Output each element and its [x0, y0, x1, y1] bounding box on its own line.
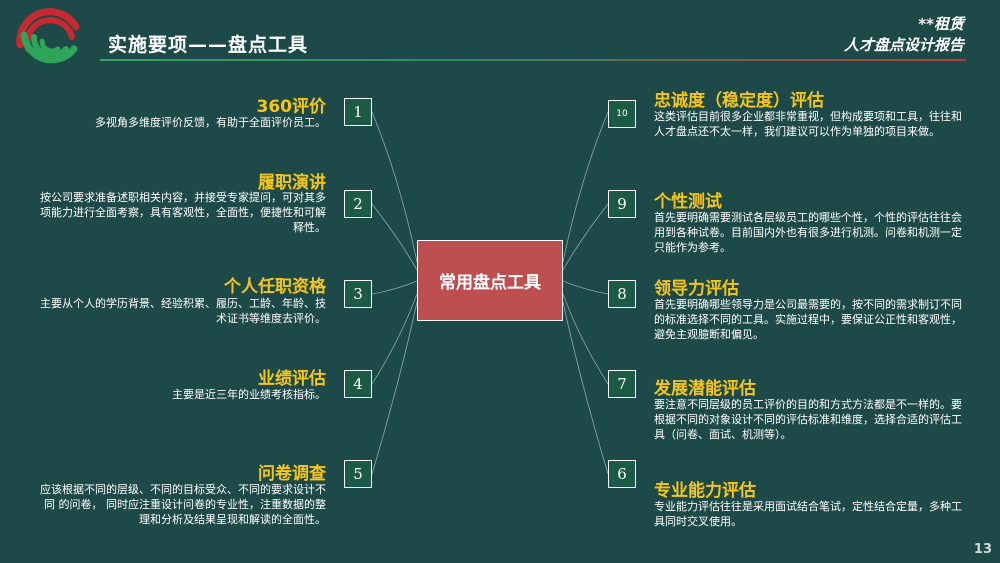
- item-number-5: 5: [344, 460, 372, 488]
- item-desc-5: 应该根据不同的层级、不同的目标受众、不同的要求设计不同 的问卷， 同时应注重设计…: [40, 483, 326, 526]
- item-number-3: 3: [344, 280, 372, 308]
- item-title-4: 业绩评估: [258, 369, 326, 389]
- connector-3: [371, 280, 418, 295]
- item-desc-1: 多视角多维度评价反馈，有助于全面评价员工。: [95, 116, 326, 129]
- item-number-8: 8: [608, 280, 636, 308]
- header-divider: [100, 59, 966, 61]
- item-number-9: 9: [608, 190, 636, 218]
- item-desc-9: 首先要明确需要测试各层级员工的哪些个性，个性的评估往往会用到各种试卷。目前国内外…: [654, 211, 962, 254]
- item-desc-2: 按公司要求准备述职相关内容，并接受专家提问，可对其多项能力进行全面考察，具有客观…: [40, 191, 326, 234]
- item-desc-6: 专业能力评估往往是采用面试结合笔试，定性结合定量，多种工具同时交叉使用。: [654, 500, 962, 528]
- connector-6: [562, 301, 609, 475]
- brand-line-2: 人才盘点设计报告: [843, 36, 964, 54]
- company-logo: [16, 8, 80, 64]
- item-number-4: 4: [344, 370, 372, 398]
- item-desc-4: 主要是近三年的业绩考核指标。: [172, 388, 326, 401]
- connector-2: [371, 203, 418, 271]
- connector-8: [562, 280, 609, 295]
- item-number-7: 7: [608, 370, 636, 398]
- item-title-5: 问卷调查: [258, 464, 326, 484]
- connector-9: [562, 203, 609, 271]
- item-desc-3: 主要从个人的学历背景、经验积累、履历、工龄、年龄、技术证书等维度去评价。: [40, 297, 326, 325]
- connector-4: [371, 293, 418, 385]
- item-title-3: 个人任职资格: [224, 277, 326, 297]
- connector-5: [371, 301, 418, 475]
- item-title-2: 履职演讲: [258, 173, 326, 193]
- center-topic: 常用盘点工具: [417, 240, 563, 321]
- page-title: 实施要项——盘点工具: [108, 34, 309, 56]
- brand-line-1: **租赁: [918, 15, 964, 33]
- page-number: 13: [973, 542, 992, 557]
- item-number-6: 6: [608, 460, 636, 488]
- item-desc-7: 要注意不同层级的员工评价的目的和方式方法都是不一样的。要根据不同的对象设计不同的…: [654, 398, 962, 441]
- item-title-7: 发展潜能评估: [654, 379, 756, 399]
- item-title-9: 个性测试: [654, 192, 722, 212]
- connector-7: [562, 293, 609, 385]
- item-number-1: 1: [344, 98, 372, 126]
- item-number-10: 10: [608, 100, 636, 128]
- item-title-10: 忠诚度（稳定度）评估: [654, 91, 824, 111]
- item-title-1: 360评价: [256, 97, 327, 117]
- connector-10: [562, 111, 609, 263]
- item-title-8: 领导力评估: [654, 279, 739, 299]
- item-number-2: 2: [344, 190, 372, 218]
- item-title-6: 专业能力评估: [654, 481, 756, 501]
- item-desc-10: 这类评估目前很多企业都非常重视，但构成要项和工具，往往和人才盘点还不太一样，我们…: [654, 110, 962, 138]
- brand-label: **租赁 人才盘点设计报告: [844, 14, 964, 56]
- item-desc-8: 首先要明确哪些领导力是公司最需要的，按不同的需求制订不同的标准选择不同的工具。实…: [654, 298, 962, 341]
- connector-1: [371, 111, 418, 263]
